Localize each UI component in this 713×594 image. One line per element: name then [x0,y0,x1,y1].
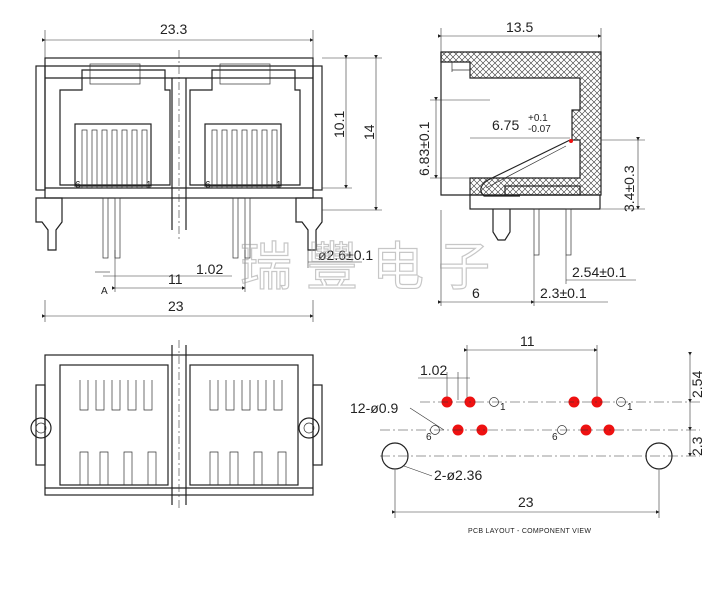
dim-height-body: 10.1 [331,111,347,138]
pcb-pin-label-right-2: 1 [627,402,633,413]
pcb-pin-label-left-2: 6 [552,432,558,443]
peg-hole-right [645,442,673,470]
pad [476,424,488,436]
pcb-pin-label-right: 1 [500,402,506,413]
dim-peg: ø2.6±0.1 [318,247,373,263]
pcb-layout: 11 1.02 1 6 1 6 [350,333,705,535]
peg-hole-left [381,442,409,470]
front-view: 23.3 6 1 [35,21,382,322]
front-pin-label-left: 6 [75,180,81,191]
pcb-dim-offset: 2.3 [689,436,705,456]
dim-height-right: 3.4±0.3 [621,165,637,212]
pcb-dim-holes: 12-ø0.9 [350,400,398,416]
right-comb [209,380,283,411]
dim-overall-width: 23.3 [160,21,187,37]
pcb-dim-pitch: 11 [520,333,535,349]
bottom-view [30,340,323,510]
pcb-dim-row: 2.54 [689,371,705,398]
dim-inner: 6.75 [492,117,519,133]
right-contacts [211,129,278,189]
pcb-dim-pegs: 2-ø2.36 [434,467,482,483]
pcb-caption: PCB LAYOUT - COMPONENT VIEW [468,528,591,535]
left-contacts [81,129,148,189]
front-pin-label-right: 1 [146,180,152,191]
dim-left-offset: 6 [472,285,480,301]
dim-tol-minus: -0.07 [528,124,551,135]
dim-tol-plus: +0.1 [528,113,548,124]
section-mark-a: A [101,286,108,297]
front-pin-label-left-2: 6 [205,180,211,191]
pcb-dim-width: 23 [518,494,534,510]
dim-pin-offset: 2.3±0.1 [540,285,587,301]
pcb-pin-label-left: 6 [426,432,432,443]
pcb-pads-left [430,396,499,436]
dim-pin-pitch: 1.02 [196,261,223,277]
dim-row-spacing: 2.54±0.1 [572,264,627,280]
dim-height-left: 6.83±0.1 [416,121,432,176]
front-pin-label-right-2: 1 [276,180,282,191]
dim-pitch: 11 [168,271,183,287]
left-comb [79,380,153,411]
dim-depth: 13.5 [506,19,533,35]
dim-width-bottom: 23 [168,298,184,314]
pcb-pads-right [557,396,626,436]
watermark: 瑞豐电子 [240,238,504,298]
side-view: 13.5 6.83±0.1 6.75 +0.1 -0.07 3.4±0.3 [416,19,645,306]
dim-height-total: 14 [361,124,377,140]
pcb-dim-pin-pitch: 1.02 [420,362,447,378]
